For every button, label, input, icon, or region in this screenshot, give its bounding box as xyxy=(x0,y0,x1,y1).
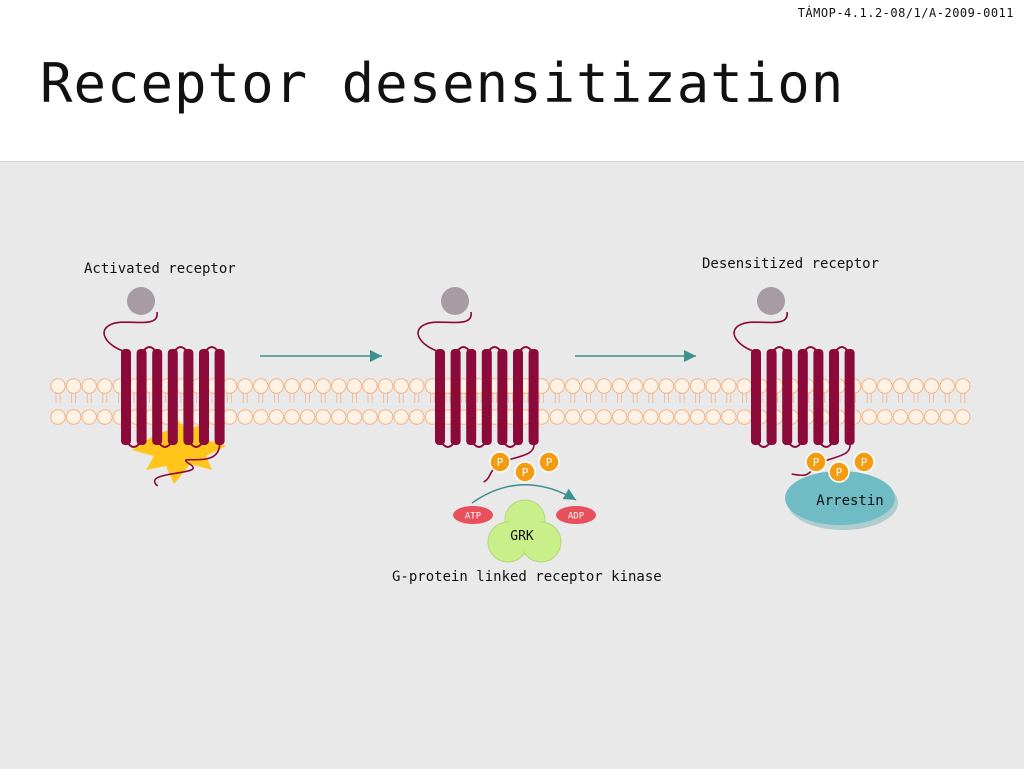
desensitized-receptor-label: Desensitized receptor xyxy=(702,256,879,272)
phosphate-label: P xyxy=(522,466,529,479)
phosphate-label: P xyxy=(861,456,868,469)
atp-badge: ATP xyxy=(453,506,493,524)
arrestin-label: Arrestin xyxy=(816,493,883,509)
kinase-label: G-protein linked receptor kinase xyxy=(392,569,662,585)
phosphate-label: P xyxy=(813,456,820,469)
phosphate-badge: P xyxy=(538,451,560,473)
project-code: TÁMOP-4.1.2-08/1/A-2009-0011 xyxy=(797,6,1014,20)
grk-label: GRK xyxy=(510,529,534,544)
arrestin-protein: Arrestin xyxy=(785,471,898,530)
activation-burst xyxy=(132,418,226,484)
phosphate-badge: P xyxy=(514,461,536,483)
svg-text:ADP: ADP xyxy=(568,512,585,522)
phosphate-badge: P xyxy=(828,461,850,483)
grk-enzyme: GRK xyxy=(487,499,562,563)
slide-title: Receptor desensitization xyxy=(40,52,845,115)
atp-to-adp-arrow xyxy=(471,484,577,504)
phosphate-label: P xyxy=(836,466,843,479)
phosphate-badge: P xyxy=(805,451,827,473)
cell-membrane xyxy=(50,378,971,425)
svg-text:ATP: ATP xyxy=(465,512,482,522)
phosphate-label: P xyxy=(497,456,504,469)
header: TÁMOP-4.1.2-08/1/A-2009-0011 Receptor de… xyxy=(0,0,1024,160)
receptor-desensitized xyxy=(733,287,855,477)
phosphate-badge: P xyxy=(489,451,511,473)
receptor-activated xyxy=(103,287,225,487)
phosphate-label: P xyxy=(546,456,553,469)
phosphate-badge: P xyxy=(853,451,875,473)
receptor-phosphorylated xyxy=(417,287,539,483)
adp-badge: ADP xyxy=(556,506,596,524)
activated-receptor-label: Activated receptor xyxy=(84,261,236,277)
